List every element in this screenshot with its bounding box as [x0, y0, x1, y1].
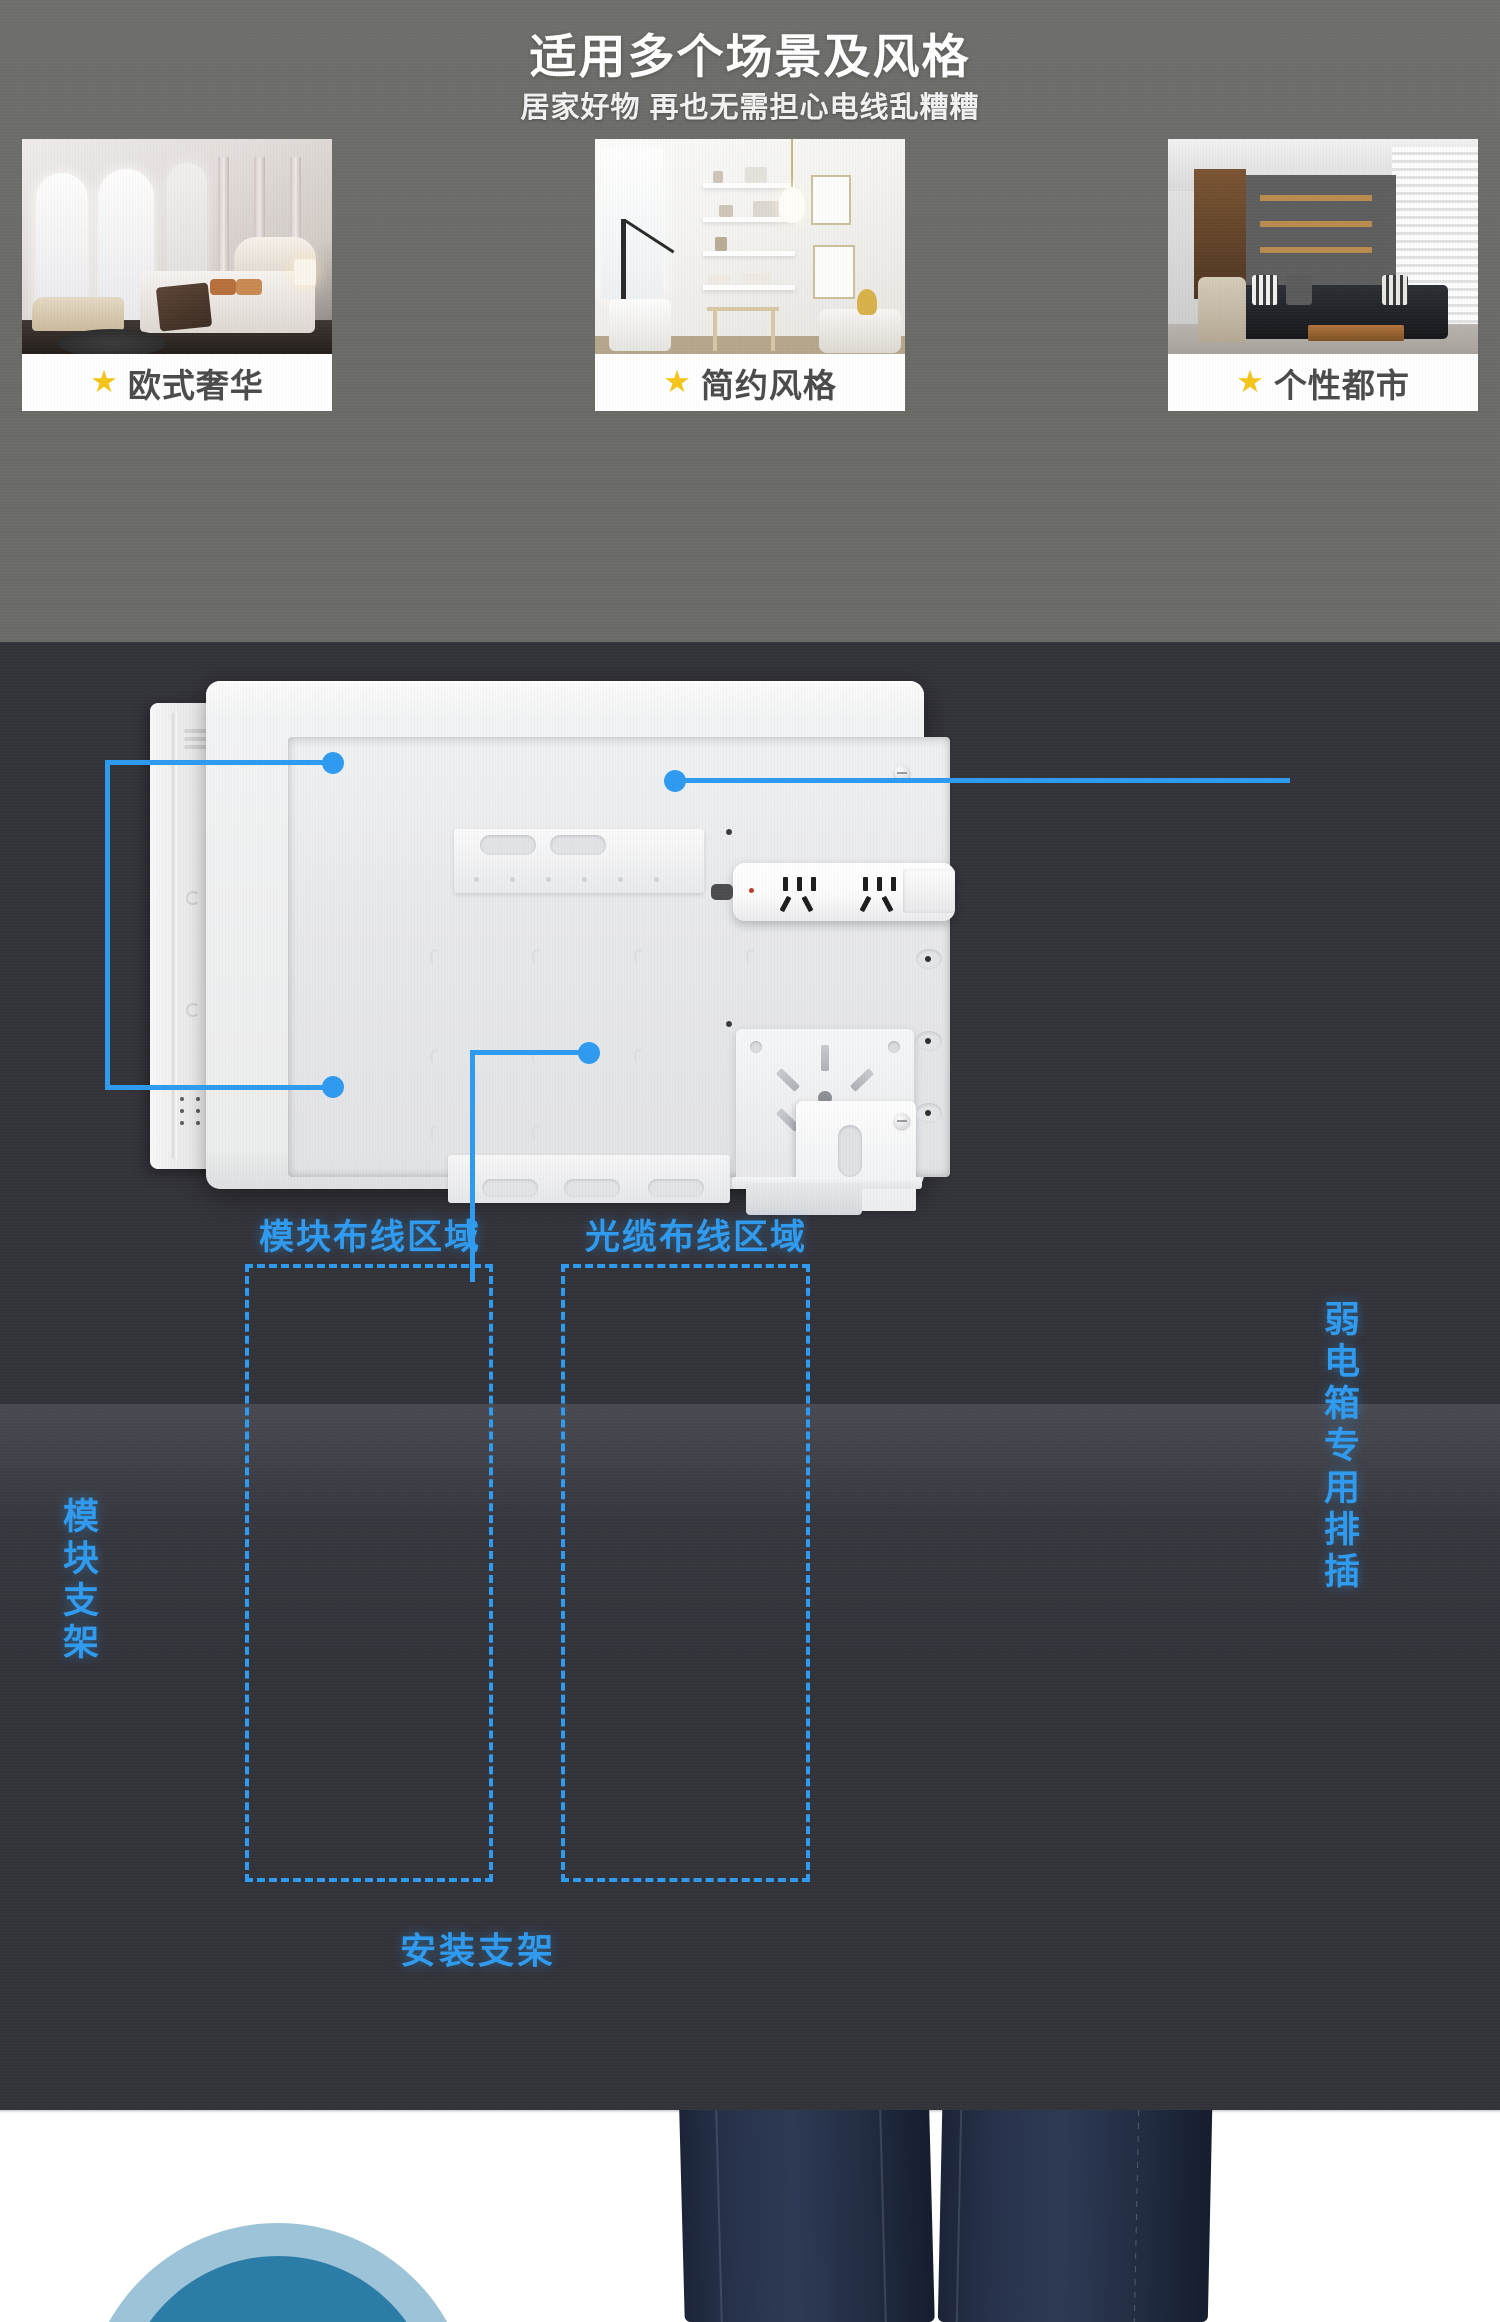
- scene-photo-minimalist-style-room: [595, 139, 905, 354]
- star-icon: ★: [90, 363, 118, 399]
- zone-fiber-wiring: [561, 1264, 810, 1882]
- callout-dot-module-bracket-top: [322, 752, 344, 774]
- star-icon: ★: [1236, 363, 1264, 399]
- scene-card-minimalist-style[interactable]: ★ 简约风格: [595, 139, 905, 411]
- jeans-right-leg: [937, 2110, 1213, 2322]
- product-diagram-section: 模块布线区域 光缆布线区域 模块支架 弱电箱专用排插 安装支架: [0, 642, 1500, 2110]
- scene-caption-minimalist-style: ★ 简约风格: [595, 354, 905, 411]
- scene-caption-urban-personality: ★ 个性都市: [1168, 354, 1478, 411]
- scenes-title: 适用多个场景及风格: [529, 30, 971, 83]
- callout-line-module-bracket-vertical: [105, 760, 110, 1090]
- scene-label-minimalist-style: 简约风格: [700, 366, 837, 404]
- jeans-left-leg: [679, 2110, 935, 2322]
- scene-label-urban-personality: 个性都市: [1273, 366, 1410, 404]
- scene-card-urban-personality[interactable]: ★ 个性都市: [1168, 139, 1478, 411]
- scene-photo-urban-personality-living-room: [1168, 139, 1478, 354]
- callout-dot-install-bracket: [578, 1042, 600, 1064]
- callout-line-power-strip: [676, 778, 1290, 783]
- callout-label-power-strip: 弱电箱专用排插: [1319, 1300, 1360, 1594]
- callout-line-install-bracket-horizontal: [470, 1050, 592, 1055]
- model-jeans-legs-photo: [660, 2110, 1320, 2322]
- scene-card-european-luxury[interactable]: ★ 欧式奢华: [22, 139, 332, 411]
- scene-caption-european-luxury: ★ 欧式奢华: [22, 354, 332, 411]
- material-section: 用料: [0, 2110, 1500, 2322]
- distribution-box-product-image: [150, 657, 955, 1215]
- callout-dot-module-bracket-bottom: [322, 1076, 344, 1098]
- callout-line-module-bracket-bottom: [105, 1085, 335, 1090]
- star-icon: ★: [663, 363, 691, 399]
- zone-fiber-wiring-title: 光缆布线区域: [585, 1218, 808, 1257]
- callout-line-module-bracket-top: [105, 760, 335, 765]
- zone-module-wiring-title: 模块布线区域: [259, 1218, 482, 1257]
- callout-label-install-bracket: 安装支架: [400, 1930, 557, 1971]
- box-outer-frame: [206, 681, 955, 1215]
- floor-reflection: [0, 1404, 1500, 1664]
- screw-icon: [894, 1113, 910, 1129]
- bracket-base-box: [746, 1183, 862, 1215]
- install-bracket-component: [732, 1029, 922, 1211]
- callout-label-module-bracket: 模块支架: [58, 1497, 99, 1665]
- scene-photo-european-luxury-bedroom: [22, 139, 332, 354]
- box-inner-cavity: [288, 737, 955, 1215]
- module-bracket-top-rail: [454, 829, 704, 893]
- screw-icon: [894, 765, 910, 781]
- scenes-banner-section: 适用多个场景及风格 居家好物 再也无需担心电线乱糟糟 ★ 欧式奢华: [0, 0, 1500, 642]
- power-strip-component: [711, 863, 955, 921]
- zone-module-wiring: [245, 1264, 493, 1882]
- callout-line-install-bracket-vertical: [470, 1050, 475, 1282]
- module-bracket-bottom-rail: [448, 1155, 730, 1203]
- scene-card-list: ★ 欧式奢华: [22, 139, 1478, 411]
- scenes-subtitle: 居家好物 再也无需担心电线乱糟糟: [520, 92, 980, 124]
- scene-label-european-luxury: 欧式奢华: [127, 366, 264, 404]
- callout-dot-power-strip: [664, 770, 686, 792]
